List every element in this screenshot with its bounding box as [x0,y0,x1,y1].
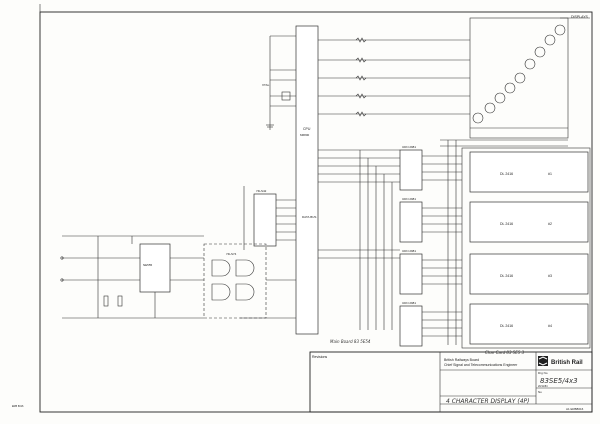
led-driver-ladder: DISPLAYS [469,15,590,139]
timer-label: NE555 [143,263,153,267]
display-connections [422,139,568,345]
display-1-label: DL 2416 [500,172,513,176]
oscillator-section: XTAL [262,35,296,130]
display-module-2: DL 2416 #2 [469,201,589,243]
title-block: Revisions British Railways Board Chief S… [309,351,593,413]
driver-ic-2: UDN 2981 [399,197,423,243]
drawing-no-label: Drg No [538,371,548,375]
revisions-label: Revisions [312,355,327,359]
timer-section: NE555 [60,235,204,319]
driver-2-label: UDN 2981 [402,197,416,201]
xtal-label: XTAL [262,83,270,87]
display-module-1: DL 2416 #1 [469,151,589,193]
bus-label: DATA BUS [302,215,316,219]
cpu-sublabel: M6800 [300,133,310,137]
char-card-note: Char Card 83 5E5 3 [485,350,525,355]
gate-ic-label: 74LS74 [226,252,237,256]
main-board-note: Main Board 83 5E54 [330,339,371,344]
drawing-title: 4 CHARACTER DISPLAY (4P) [446,398,529,405]
driver-1-label: UDN 2981 [402,145,416,149]
driver-ic-1: UDN 2981 [399,145,423,191]
cpu-label: CPU [303,127,311,131]
display-module-3: DL 2416 #3 [469,253,589,295]
driver-4-label: UDN 2981 [402,301,416,305]
display-4-label: DL 2416 [500,324,513,328]
display-4-tag: #4 [548,324,552,328]
driver-3-label: UDN 2981 [402,249,416,253]
display-module-4: DL 2416 #4 [469,303,589,345]
drawing-ref: A1 ERB8016 [566,407,584,411]
bus-lines [318,149,400,330]
decoder-label: 74LS42 [256,189,267,193]
british-rail-logo-icon [538,356,548,366]
display-2-tag: #2 [548,222,552,226]
brand-name: British Rail [551,360,583,366]
drawing-number: 83SE5/4x3 [540,377,578,385]
display-3-label: DL 2416 [500,274,513,278]
gate-section: 74LS74 [203,243,296,319]
display-1-tag: #1 [548,172,552,176]
char-card-outline [461,147,591,349]
top-output-lines [318,37,470,117]
displays-label: DISPLAYS [571,15,589,19]
date-line: 20/11/84 [538,385,548,388]
org-line-1: British Railways Board [444,358,479,362]
org-line-2: Chief Signal and Telecommunications Engi… [444,363,518,367]
margin-stamp: ERB 8016 [12,405,24,408]
display-3-tag: #3 [548,274,552,278]
decoder-ic: 74LS42 [243,186,296,250]
driver-ic-4: UDN 2981 [399,301,423,347]
cpu-ic [295,25,319,335]
display-2-label: DL 2416 [500,222,513,226]
driver-ic-3: UDN 2981 [399,249,423,295]
sheet-label: No [538,390,542,394]
